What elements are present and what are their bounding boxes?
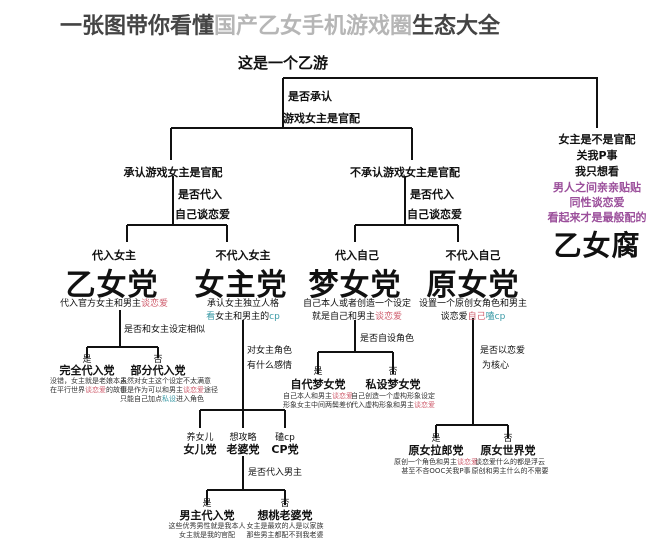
group-laopo: 老婆党 — [226, 443, 260, 456]
right-branch-pink1: 男人之间亲亲贴贴 — [553, 181, 641, 194]
node-nvzhu-desc1: 承认女主独立人格 — [206, 299, 280, 309]
root-question-line2: 游戏女主是官配 — [283, 112, 360, 125]
edge-left-mid-stem — [126, 176, 228, 242]
node-nvzhu-head: 不代入女主 — [215, 249, 271, 262]
node-yuan-head: 不代入自己 — [445, 249, 501, 262]
nvzhu-g3-head: 磕cp — [275, 433, 295, 443]
group-yuan-shijie: 原女世界党 — [480, 444, 536, 457]
meng-split-question: 是否自设角色 — [360, 334, 415, 344]
edge-yuan-split — [435, 318, 509, 438]
meng-no-label: 否 — [388, 367, 398, 377]
wanquan-desc: 没错，女主就是老娘本人在平行世界谈恋爱的故事 — [50, 377, 127, 394]
right-mid-q1: 是否代入 — [410, 188, 454, 201]
edge-right-mid-stem — [354, 176, 459, 242]
right-branch-pink3: 看起来才是最般配的 — [547, 211, 647, 224]
edge-meng-split — [317, 320, 394, 374]
node-meng-desc1: 自己本人或者创造一个设定 — [302, 299, 412, 309]
left-mid-label: 承认游戏女主是官配 — [123, 166, 223, 179]
node-meng-desc2: 就是自己和男主谈恋爱 — [311, 312, 403, 322]
group-yinv-fu: 乙女腐 — [553, 229, 641, 262]
group-zidai-meng: 自代梦女党 — [290, 378, 346, 391]
zidai-meng-desc: 自己本人和男主谈恋爱形象女主中间两鬓差价 — [283, 392, 353, 409]
right-branch-question: 女主是不是官配 — [558, 133, 636, 146]
group-xiangtao: 想桃老婆党 — [257, 509, 313, 522]
group-meng: 梦女党 — [308, 268, 402, 303]
edge-nvzhu-second — [206, 456, 286, 505]
group-sishe-meng: 私设梦女党 — [365, 378, 421, 391]
edge-yinv-split — [86, 310, 159, 358]
xiangtao-desc: 女主是最欢的人是以家族那些男主都配不到我老婆 — [246, 522, 324, 539]
yinv-no-label: 否 — [153, 355, 163, 365]
right-mid-q2: 自己谈恋爱 — [407, 208, 462, 221]
yuan-q1: 是否以恋爱 — [480, 346, 526, 356]
group-yuan: 原女党 — [426, 268, 520, 303]
nvzhu-yes-label: 是 — [202, 499, 212, 509]
yuan-shijie-desc: 谈恋爱什么的都是浮云原创和男主什么的不需要 — [471, 458, 549, 475]
nvzhu-q1: 对女主角色 — [247, 346, 293, 356]
group-wanquan: 完全代入党 — [59, 364, 115, 377]
right-branch-pink2: 同性谈恋爱 — [569, 196, 625, 209]
group-cp: CP党 — [271, 443, 299, 456]
left-mid-q1: 是否代入 — [178, 188, 222, 201]
group-nanzhu-dairu: 男主代入党 — [179, 509, 235, 522]
yuan-no-label: 否 — [503, 434, 513, 444]
sishe-meng-desc: 自己创造一个虚构形象设定代入虚构形象和男主谈恋爱 — [351, 392, 435, 409]
group-bufen: 部分代入党 — [130, 364, 186, 377]
nanzhu-dairu-desc: 这些优秀男性就是我本人女主就是我的官配 — [168, 522, 246, 539]
left-mid-q2: 自己谈恋爱 — [175, 208, 230, 221]
node-meng-head: 代入自己 — [335, 249, 379, 262]
edge-root-right — [283, 77, 598, 128]
meng-yes-label: 是 — [313, 367, 323, 377]
group-nvzhu: 女主党 — [194, 268, 288, 303]
group-yinv: 乙女党 — [65, 268, 159, 303]
yinv-yes-label: 是 — [82, 355, 92, 365]
nvzhu-g1-head: 养女儿 — [186, 433, 214, 443]
right-branch-line2: 我只想看 — [575, 165, 619, 178]
root-question-line1: 是否承认 — [288, 90, 332, 103]
node-yinv-head: 代入女主 — [92, 249, 136, 262]
yuan-lalang-desc: 原创一个角色和男主谈恋爱甚至不吝OOC关我P事 — [394, 458, 478, 475]
node-yinv-desc: 代入官方女主和男主谈恋爱 — [59, 299, 169, 309]
nvzhu-g2-head: 想攻略 — [229, 433, 257, 443]
group-yuan-lalang: 原女拉郎党 — [408, 444, 464, 457]
right-mid-label: 不承认游戏女主是官配 — [350, 166, 460, 179]
yuan-q2: 为核心 — [482, 361, 510, 371]
nvzhu-q2: 有什么感情 — [247, 361, 293, 371]
group-nver: 女儿党 — [183, 443, 217, 456]
root-node: 这是一个乙游 — [237, 54, 329, 72]
yinv-split-question: 是否和女主设定相似 — [124, 325, 206, 335]
edge-nvzhu-split — [199, 320, 286, 428]
yuan-yes-label: 是 — [431, 434, 441, 444]
node-yuan-desc2: 谈恋爱自己嗑cp — [440, 312, 506, 322]
nvzhu-no-label: 否 — [280, 499, 290, 509]
node-yuan-desc1: 设置一个原创女角色和男主 — [418, 299, 528, 309]
right-branch-line1: 关我P事 — [576, 149, 618, 162]
bufen-desc: 虽然对女主这个设定不太满意但是作为可以和男主谈恋爱途径只能自己加点私设进入角色 — [120, 377, 218, 403]
page-title: 一张图带你看懂国产乙女手机游戏圈生态大全 — [60, 14, 501, 39]
node-nvzhu-desc2: 看女主和男主的cp — [206, 312, 280, 322]
nvzhu-q3: 是否代入男主 — [248, 468, 303, 478]
